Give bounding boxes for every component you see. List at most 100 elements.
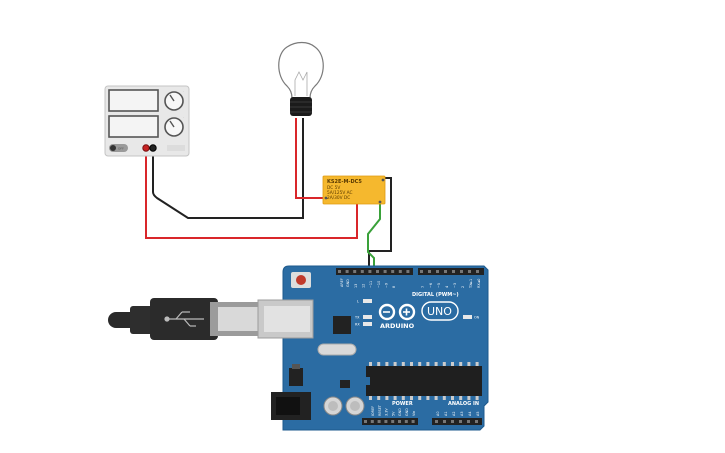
chip-pin xyxy=(401,362,405,366)
wire-green-relay-signal[interactable] xyxy=(367,204,381,270)
power-supply[interactable]: · · OFF xyxy=(104,85,190,157)
chip-pin xyxy=(418,362,422,366)
chip-pin xyxy=(434,396,438,400)
header-hole[interactable] xyxy=(428,270,431,273)
pin-label-digital: 12 xyxy=(362,284,366,288)
header-hole[interactable] xyxy=(475,420,478,423)
pin-label-digital: 7 xyxy=(421,286,425,288)
chip-pin xyxy=(467,396,471,400)
wire-red-bulb-relay[interactable] xyxy=(295,118,326,199)
header-hole[interactable] xyxy=(345,270,349,273)
psu-power-button[interactable]: OFF xyxy=(109,144,128,152)
led-on-label: ON xyxy=(474,316,480,320)
header-hole[interactable] xyxy=(398,270,402,273)
pin-label-gnd: GND xyxy=(346,279,350,287)
chip-pin xyxy=(393,362,397,366)
pin-label-digital: 13 xyxy=(354,284,358,288)
power-label: POWER xyxy=(392,401,413,407)
analog-label: ANALOG IN xyxy=(448,401,479,407)
psu-terminal-negative[interactable] xyxy=(149,144,157,152)
pin-label-power: Vin xyxy=(412,411,416,416)
relay-pin-right-bottom[interactable] xyxy=(378,200,382,204)
psu-terminal-positive[interactable] xyxy=(142,144,150,152)
relay-pin-left[interactable] xyxy=(324,196,328,200)
header-hole[interactable] xyxy=(391,270,395,273)
header-hole[interactable] xyxy=(443,420,446,423)
header-hole[interactable] xyxy=(459,420,462,423)
header-hole[interactable] xyxy=(406,270,410,273)
pin-label-digital: ~10 xyxy=(377,281,381,288)
chip-pin xyxy=(426,362,430,366)
pin-label-power: GND xyxy=(398,408,402,416)
header-power xyxy=(362,418,418,425)
header-hole[interactable] xyxy=(404,420,408,423)
header-hole[interactable] xyxy=(383,270,387,273)
header-hole[interactable] xyxy=(376,270,379,273)
header-hole[interactable] xyxy=(353,270,357,273)
header-hole[interactable] xyxy=(368,270,372,273)
pin-label-power: IOREF xyxy=(371,406,375,416)
relay[interactable]: KS2E-M-DC5 DC 5V 5A/125V AC 2A/30V DC xyxy=(322,175,386,205)
chip-pin xyxy=(377,362,381,366)
header-hole[interactable] xyxy=(467,420,470,423)
chip-pin xyxy=(459,362,463,366)
header-hole[interactable] xyxy=(452,270,455,273)
relay-spec-3: 2A/30V DC xyxy=(327,195,350,201)
header-hole[interactable] xyxy=(377,420,381,423)
chip-pin xyxy=(451,362,454,366)
svg-text:·: · xyxy=(183,89,184,93)
psu-knob-current[interactable] xyxy=(164,117,184,137)
crystal-oscillator xyxy=(317,343,357,356)
reset-button[interactable] xyxy=(291,272,311,288)
relay-spec-2: 5A/125V AC xyxy=(327,190,353,196)
chip-pin xyxy=(369,362,372,366)
usb-cable[interactable] xyxy=(108,298,260,340)
psu-knob-voltage[interactable] xyxy=(164,91,184,111)
wire-black-relay-gnd[interactable] xyxy=(368,177,392,270)
wire-black-psu-bulb[interactable] xyxy=(152,118,304,219)
header-hole[interactable] xyxy=(364,420,367,423)
pin-label-aref: AREF xyxy=(340,278,344,287)
header-hole[interactable] xyxy=(391,420,395,423)
header-hole[interactable] xyxy=(476,270,479,273)
pin-label-analog: A3 xyxy=(460,412,464,416)
arduino-logo-icon xyxy=(378,303,416,321)
pin-label-analog: A0 xyxy=(436,412,440,416)
header-hole[interactable] xyxy=(436,270,439,273)
voltage-regulator xyxy=(289,368,303,386)
header-hole[interactable] xyxy=(460,270,463,273)
chip-pin xyxy=(393,396,397,400)
chip-pin xyxy=(434,362,438,366)
digital-label: DIGITAL (PWM~) xyxy=(412,292,459,298)
header-hole[interactable] xyxy=(384,420,388,423)
header-hole[interactable] xyxy=(468,270,471,273)
light-bulb[interactable] xyxy=(278,41,324,117)
pin-label-digital: ~11 xyxy=(369,281,373,288)
header-hole[interactable] xyxy=(435,420,438,423)
header-hole[interactable] xyxy=(370,420,374,423)
header-hole[interactable] xyxy=(411,420,415,423)
pin-label-digital: ~9 xyxy=(384,283,388,288)
header-hole[interactable] xyxy=(451,420,454,423)
wire-red-psu-relay[interactable] xyxy=(145,150,358,239)
chip-pin xyxy=(401,396,405,400)
header-hole[interactable] xyxy=(360,270,364,273)
relay-pin-right-top[interactable] xyxy=(381,178,385,182)
header-hole[interactable] xyxy=(398,420,401,423)
header-hole[interactable] xyxy=(444,270,447,273)
pin-label-power: GND xyxy=(405,408,409,416)
led-rx xyxy=(363,322,372,326)
chip-pin xyxy=(377,396,381,400)
pin-label-digital: ~5 xyxy=(437,283,441,288)
chip-pin xyxy=(451,396,454,400)
pin-label-digital: ~3 xyxy=(453,283,457,288)
chip-pin xyxy=(385,362,389,366)
header-hole[interactable] xyxy=(420,270,423,273)
header-digital-left xyxy=(336,268,413,275)
led-l-label: L xyxy=(357,300,359,304)
pin-label-analog: A2 xyxy=(452,412,456,416)
relay-title: KS2E-M-DC5 xyxy=(327,179,362,185)
header-hole[interactable] xyxy=(338,270,341,273)
led-tx xyxy=(363,315,372,319)
